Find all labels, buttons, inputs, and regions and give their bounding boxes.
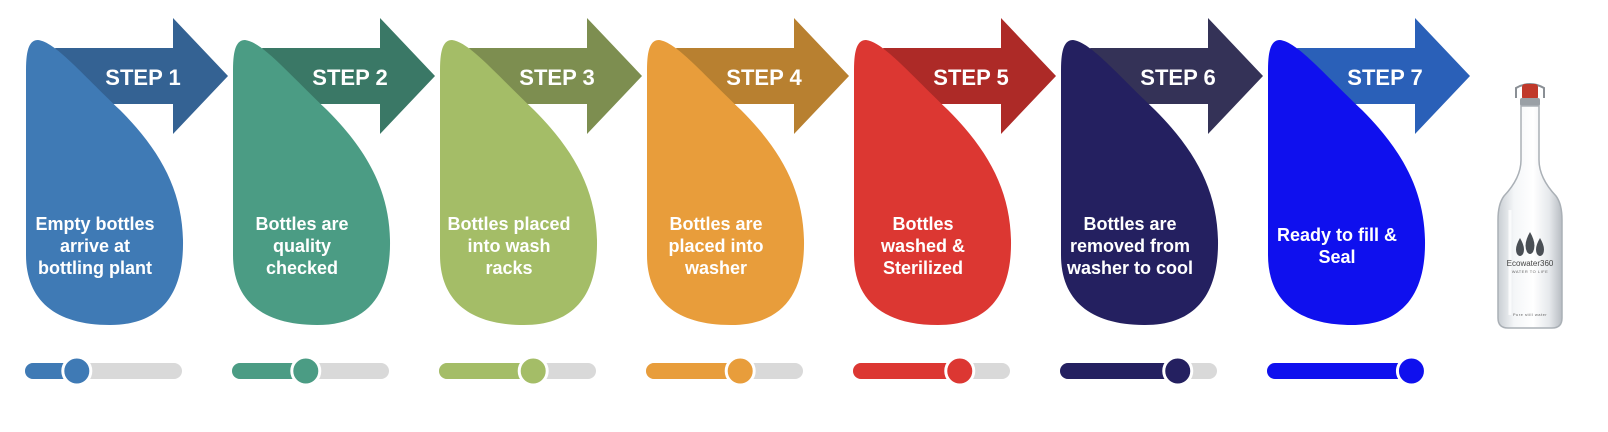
step-description-line: Bottles are	[255, 214, 348, 234]
step-arrow	[469, 18, 642, 134]
step-arrow	[676, 18, 849, 134]
step-label: STEP 5	[933, 65, 1008, 90]
step-label: STEP 7	[1347, 65, 1422, 90]
step-arrow	[1297, 18, 1470, 134]
water-drops-icon	[1516, 232, 1544, 256]
slider-fill	[232, 363, 306, 379]
slider-knob[interactable]	[1395, 355, 1427, 387]
slider-knob[interactable]	[724, 355, 756, 387]
step-arrow	[883, 18, 1056, 134]
step-arrow	[1090, 18, 1263, 134]
step-drop	[1061, 40, 1219, 325]
bottle-footer: Pure still water	[1513, 312, 1547, 317]
slider-fill	[1060, 363, 1178, 379]
bottle-image: Ecowater360 WATER TO LIFE Pure still wat…	[1497, 83, 1563, 329]
step-label: STEP 4	[726, 65, 802, 90]
step-description-line: bottling plant	[38, 258, 152, 278]
slider-fill	[853, 363, 960, 379]
step-description-line: washer to cool	[1066, 258, 1193, 278]
step-description-line: washed &	[880, 236, 965, 256]
step-description-line: Bottles placed	[447, 214, 570, 234]
slider-fill	[646, 363, 741, 379]
step-description-line: racks	[485, 258, 532, 278]
step-arrow	[55, 18, 228, 134]
step-label: STEP 1	[105, 65, 180, 90]
slider-fill	[1267, 363, 1412, 379]
step-description-line: removed from	[1070, 236, 1190, 256]
bottle-tagline: WATER TO LIFE	[1512, 269, 1549, 274]
slider-knob[interactable]	[944, 355, 976, 387]
step-description-line: checked	[266, 258, 338, 278]
step-description-line: Ready to fill &	[1277, 225, 1397, 245]
step-description-line: placed into	[668, 236, 763, 256]
step-drop	[440, 40, 598, 325]
step-description-line: Empty bottles	[35, 214, 154, 234]
step-description-line: Seal	[1318, 247, 1355, 267]
step-description-line: arrive at	[60, 236, 130, 256]
step-description-line: Sterilized	[883, 258, 963, 278]
bottle-brand: Ecowater360	[1507, 259, 1554, 268]
step-drop	[233, 40, 391, 325]
step-description-line: Bottles are	[669, 214, 762, 234]
step-drop	[854, 40, 1012, 325]
step-arrow	[262, 18, 435, 134]
step-drop	[26, 40, 184, 325]
slider-knob[interactable]	[517, 355, 549, 387]
step-label: STEP 6	[1140, 65, 1215, 90]
step-description-line: into wash	[467, 236, 550, 256]
step-description-line: Bottles are	[1083, 214, 1176, 234]
step-description-line: quality	[273, 236, 331, 256]
step-label: STEP 2	[312, 65, 387, 90]
slider-knob[interactable]	[1162, 355, 1194, 387]
step-label: STEP 3	[519, 65, 594, 90]
slider-knob[interactable]	[290, 355, 322, 387]
step-description-line: Bottles	[892, 214, 953, 234]
step-7: STEP 7 Ready to fill &Seal	[1267, 18, 1470, 387]
step-drop	[647, 40, 805, 325]
slider-fill	[439, 363, 534, 379]
step-drop	[1268, 40, 1426, 325]
slider-knob[interactable]	[61, 355, 93, 387]
step-description-line: washer	[684, 258, 747, 278]
